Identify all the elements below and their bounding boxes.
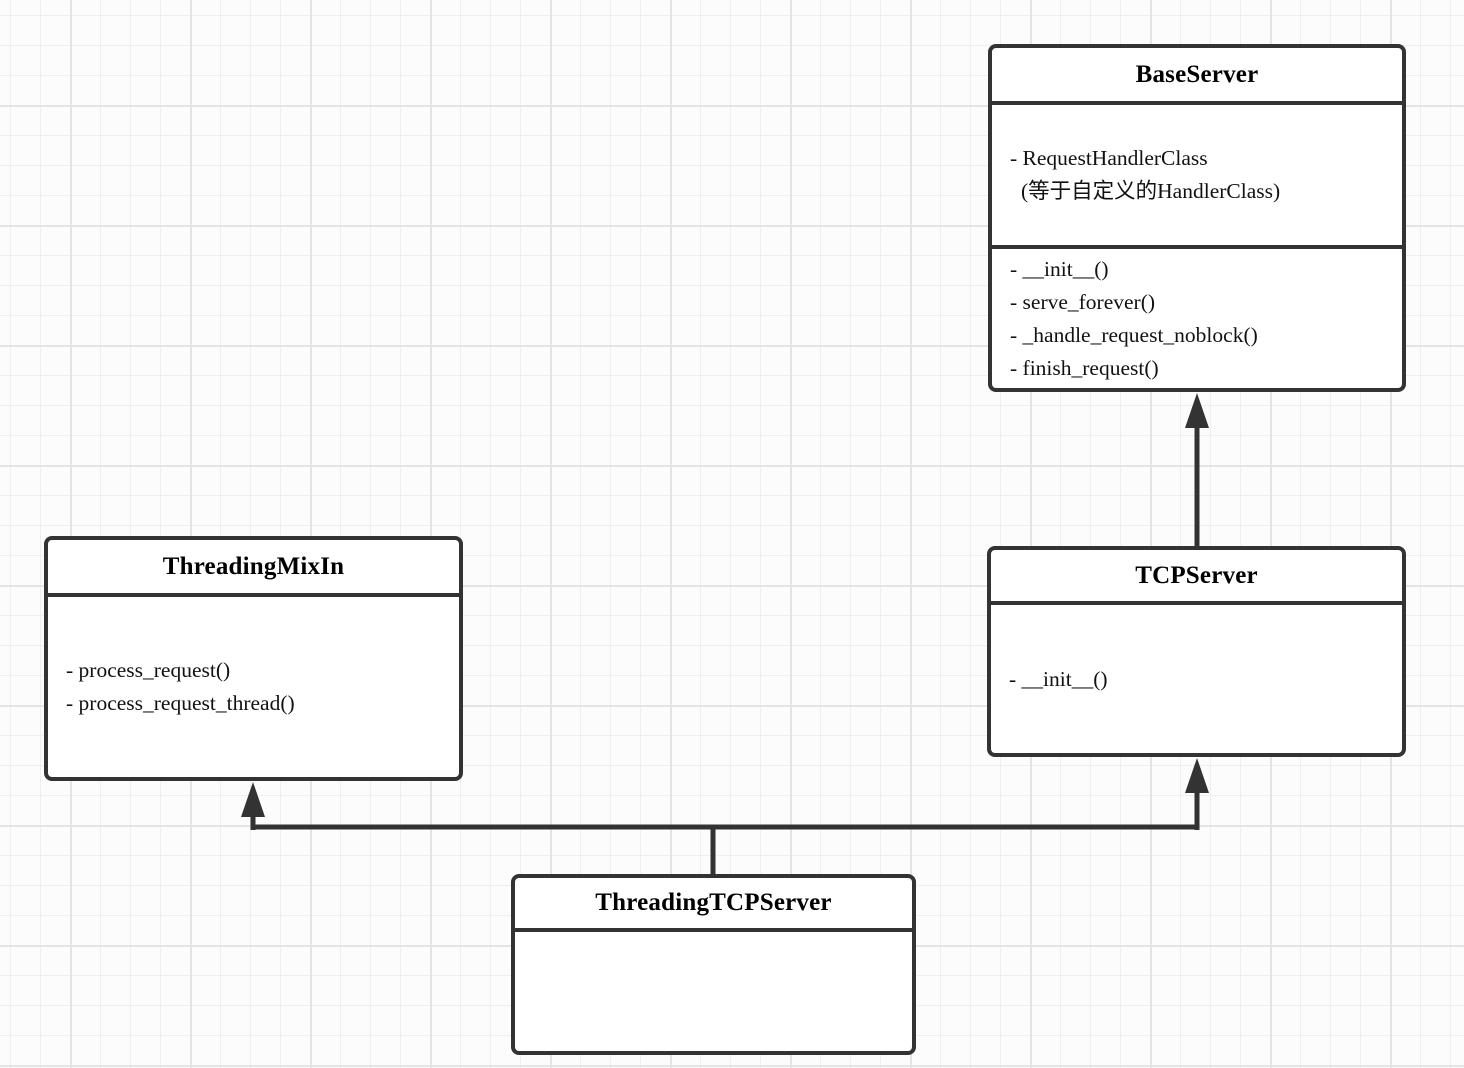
method-line: - __init__() xyxy=(1009,666,1108,691)
class-title-threadingmixin: ThreadingMixIn xyxy=(48,540,459,597)
method-line: - finish_request() xyxy=(1010,355,1159,380)
inheritance-arrowhead-icon xyxy=(241,782,265,817)
class-title-tcpserver: TCPServer xyxy=(991,550,1402,605)
arrow-threadingtcpserver-to-threadingmixin xyxy=(241,782,265,830)
body-section-threadingtcpserver xyxy=(515,932,912,1051)
inheritance-arrowhead-icon xyxy=(1185,758,1209,793)
connector-threadingtcpserver-trunk xyxy=(253,824,1197,878)
attribute-line: (等于自定义的HandlerClass) xyxy=(1021,179,1281,203)
method-line: - _handle_request_noblock() xyxy=(1010,322,1258,347)
class-title-threadingtcpserver: ThreadingTCPServer xyxy=(515,878,912,932)
methods-section-threadingmixin: - process_request() - process_request_th… xyxy=(48,597,459,777)
method-line: - process_request_thread() xyxy=(66,691,295,715)
method-line: - __init__() xyxy=(1010,256,1109,281)
attributes-section-baseserver: - RequestHandlerClass (等于自定义的HandlerClas… xyxy=(992,105,1402,249)
class-box-tcpserver: TCPServer - __init__() xyxy=(987,546,1406,757)
method-line: - serve_forever() xyxy=(1010,289,1156,314)
class-title-baseserver: BaseServer xyxy=(992,48,1402,105)
arrow-threadingtcpserver-to-tcpserver xyxy=(1185,758,1209,830)
class-box-baseserver: BaseServer - RequestHandlerClass (等于自定义的… xyxy=(988,44,1406,392)
methods-section-baseserver: - __init__() - serve_forever() - _handle… xyxy=(992,249,1402,388)
method-line: - process_request() xyxy=(66,658,231,682)
methods-section-tcpserver: - __init__() xyxy=(991,605,1402,753)
class-box-threadingtcpserver: ThreadingTCPServer xyxy=(511,874,916,1055)
arrow-tcpserver-to-baseserver xyxy=(1185,393,1209,548)
attribute-line: - RequestHandlerClass xyxy=(1010,146,1208,170)
class-box-threadingmixin: ThreadingMixIn - process_request() - pro… xyxy=(44,536,463,781)
inheritance-arrowhead-icon xyxy=(1185,393,1209,428)
